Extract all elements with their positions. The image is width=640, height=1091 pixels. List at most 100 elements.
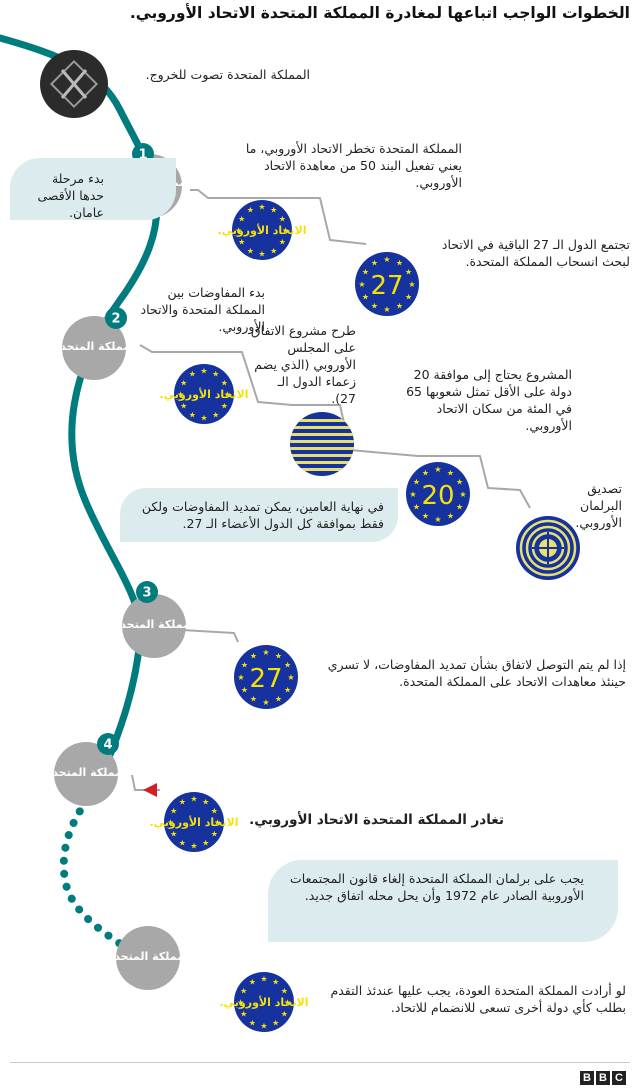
eu-star-icon: ★ — [170, 830, 177, 839]
exit-x-icon — [40, 50, 108, 118]
connector-notify — [190, 189, 262, 199]
eu-star-icon: ★ — [179, 838, 186, 847]
uk-circle-4: المملكة المتحدة. — [42, 742, 130, 806]
text-leaves: تغادر المملكة المتحدة الاتحاد الأوروبي. — [249, 812, 504, 828]
eu-star-icon: ★ — [179, 798, 186, 807]
connector-no-deal — [181, 629, 239, 643]
uk-circle-5: المملكة المتحدة. — [104, 926, 193, 990]
step-badge-4: 4 — [97, 733, 119, 755]
uk-circle-5-label: المملكة المتحدة. — [104, 950, 193, 963]
svg-text:1: 1 — [138, 148, 147, 163]
eu-star-icon: ★ — [202, 838, 209, 847]
eu-star-icon: ★ — [250, 695, 257, 704]
eu-star-icon: ★ — [405, 268, 412, 277]
eu-star-icon: ★ — [383, 305, 390, 314]
eu-star-icon: ★ — [270, 246, 277, 255]
text-negotiations: بدء المفاوضات بين المملكة المتحدة والاتح… — [140, 285, 265, 334]
timeline-dotted-path — [59, 786, 126, 949]
text-needs20: المشروع يحتاج إلى موافقة 20 دولة على الأ… — [406, 367, 572, 433]
eu-star-icon: ★ — [258, 203, 265, 212]
eu-star-icon: ★ — [396, 258, 403, 267]
eu-star-icon: ★ — [189, 410, 196, 419]
eu-star-icon: ★ — [281, 1010, 288, 1019]
text-draft: طرح مشروع الاتفاق على المجلس الأوروبي (ا… — [250, 323, 356, 406]
bbc-logo: B B C — [580, 1071, 626, 1085]
text-notify: المملكة المتحدة تخطر الاتحاد الأوروبي، م… — [245, 141, 462, 190]
eu-star-icon: ★ — [200, 413, 207, 422]
eu-star-icon: ★ — [447, 512, 454, 521]
text-meet27: تجتمع الدول الـ 27 الباقية في الاتحاد لب… — [441, 237, 630, 269]
eu-star-icon: ★ — [371, 302, 378, 311]
eu-star-icon: ★ — [211, 806, 218, 815]
eu-star-icon: ★ — [180, 402, 187, 411]
eu-star-icon: ★ — [247, 246, 254, 255]
eu-star-icon: ★ — [272, 978, 279, 987]
eu-star-icon: ★ — [287, 673, 294, 682]
eu-star-icon: ★ — [358, 280, 365, 289]
eu-star-icon: ★ — [180, 378, 187, 387]
text-no-deal: إذا لم يتم التوصل لاتفاق بشأن تمديد المف… — [327, 657, 626, 689]
eu-star-icon: ★ — [396, 302, 403, 311]
eu-star-icon: ★ — [383, 255, 390, 264]
eu-star-icon: ★ — [456, 503, 463, 512]
eu-star-icon: ★ — [237, 673, 244, 682]
eu-27-circle-1-number: 27 — [370, 271, 403, 301]
svg-text:3: 3 — [142, 586, 151, 601]
eu-star-icon: ★ — [275, 651, 282, 660]
eu-20-circle: ★★★★★★★★★★★★20 — [406, 462, 470, 526]
eu-star-icon: ★ — [235, 226, 242, 235]
eu-star-icon: ★ — [371, 258, 378, 267]
eu-star-icon: ★ — [177, 390, 184, 399]
svg-text:4: 4 — [103, 738, 112, 753]
eu-star-icon: ★ — [413, 503, 420, 512]
uk-circle-3: المملكة المتحدة. — [110, 594, 198, 658]
eu-star-icon: ★ — [362, 293, 369, 302]
uk-circle-2: المملكة المتحدة. — [50, 316, 138, 380]
page-title: الخطوات الواجب اتباعها لمغادرة المملكة ا… — [129, 4, 630, 22]
european-council-icon — [290, 412, 354, 476]
eu-circle-2-label: الاتحاد الأوروبي. — [159, 387, 248, 401]
eu-circle-4: ★★★★★★★★★★★★الاتحاد الأوروبي. — [219, 972, 309, 1032]
eu-star-icon: ★ — [200, 367, 207, 376]
eu-star-icon: ★ — [434, 465, 441, 474]
eu-20-circle-number: 20 — [421, 481, 454, 511]
text-vote: المملكة المتحدة تصوت للخروج. — [145, 67, 310, 82]
eu-star-icon: ★ — [408, 280, 415, 289]
eu-star-icon: ★ — [167, 818, 174, 827]
eu-circle-1-label: الاتحاد الأوروبي. — [217, 223, 306, 237]
footer-rule — [10, 1062, 630, 1063]
eu-circle-3-label: الاتحاد الأوروبي. — [149, 815, 238, 829]
eu-star-icon: ★ — [214, 818, 221, 827]
eu-star-icon: ★ — [212, 370, 219, 379]
eu-star-icon: ★ — [212, 410, 219, 419]
eu-star-icon: ★ — [241, 686, 248, 695]
eu-star-icon: ★ — [260, 975, 267, 984]
info-box-repeal: يجب على برلمان المملكة المتحدة إلغاء قان… — [268, 860, 618, 942]
eu-star-icon: ★ — [422, 512, 429, 521]
eu-star-icon: ★ — [170, 806, 177, 815]
step-badge-3: 3 — [136, 581, 158, 603]
eu-star-icon: ★ — [272, 1018, 279, 1027]
eu-star-icon: ★ — [250, 651, 257, 660]
connector-negotiations — [139, 344, 186, 353]
eu-star-icon: ★ — [241, 661, 248, 670]
eu-star-icon: ★ — [282, 226, 289, 235]
eu-star-icon: ★ — [249, 978, 256, 987]
eu-star-icon: ★ — [413, 478, 420, 487]
eu-star-icon: ★ — [240, 986, 247, 995]
eu-star-icon: ★ — [459, 490, 466, 499]
eu-star-icon: ★ — [281, 986, 288, 995]
eu-star-icon: ★ — [202, 798, 209, 807]
eu-star-icon: ★ — [456, 478, 463, 487]
text-parliament: تصديق البرلمان الأوروبي. — [575, 481, 622, 530]
eu-star-icon: ★ — [238, 238, 245, 247]
eu-star-icon: ★ — [362, 268, 369, 277]
eu-star-icon: ★ — [238, 214, 245, 223]
eu-circle-3: ★★★★★★★★★★★★الاتحاد الأوروبي. — [149, 792, 239, 852]
eu-27-circle-1: ★★★★★★★★★★★★27 — [355, 252, 419, 316]
eu-27-circle-2: ★★★★★★★★★★★★27 — [234, 645, 298, 709]
eu-star-icon: ★ — [279, 214, 286, 223]
connector-parliament — [418, 455, 531, 509]
eu-star-icon: ★ — [279, 238, 286, 247]
